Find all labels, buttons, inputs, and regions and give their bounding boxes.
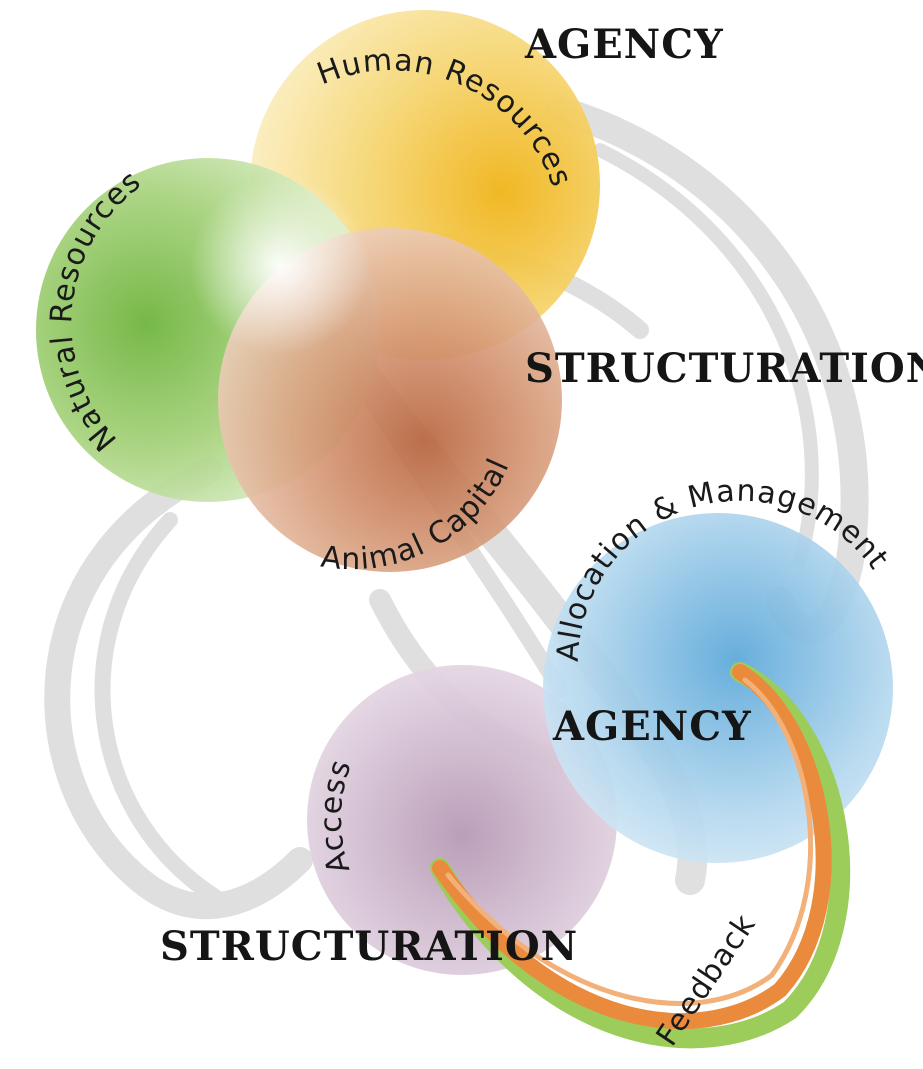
structuration-bottom-label: STRUCTURATION [160,923,578,970]
agency-top-label: AGENCY [524,21,724,68]
access-circle [307,665,617,975]
agency-mid-label: AGENCY [552,703,752,750]
feedback-arrow [430,662,850,1049]
glow-center [190,175,370,355]
structuration-right-label: STRUCTURATION [525,345,923,392]
